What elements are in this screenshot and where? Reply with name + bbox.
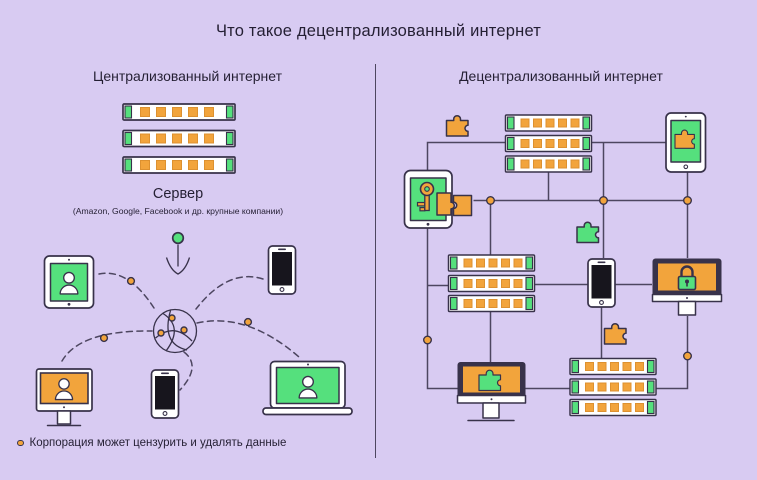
laptop-user-icon: [262, 360, 353, 416]
monitor-lock-icon: [651, 258, 723, 316]
node-dot: [243, 317, 253, 327]
desktop-user-icon: [35, 368, 93, 427]
node-dot: [683, 351, 693, 361]
server-rack-icon: [569, 378, 657, 396]
server-rack-icon: [447, 254, 536, 272]
server-label: Сервер: [152, 186, 204, 202]
dashed-connections: [61, 272, 300, 391]
puzzle-icon: [445, 114, 469, 137]
node-dot: [683, 195, 693, 205]
panel-divider: [374, 64, 376, 458]
server-rack-icon: [122, 156, 236, 174]
caption-text: Корпорация может цензурить и удалять дан…: [29, 437, 287, 449]
server-rack-icon: [447, 294, 536, 313]
puzzle-icon: [576, 221, 600, 244]
puzzle-icon: [603, 322, 627, 345]
tablet-puzzle-icon: [665, 112, 707, 173]
node-dot: [99, 333, 109, 343]
server-rack-icon: [504, 155, 593, 173]
right-top-server-stack: [504, 114, 593, 173]
server-note: (Amazon, Google, Facebook и др. крупные …: [72, 206, 284, 216]
right-panel-heading: Децентрализованный интернет: [459, 68, 663, 84]
server-rack-icon: [122, 129, 236, 148]
monitor-puzzle-icon: [456, 362, 527, 422]
node-dot: [486, 195, 496, 205]
left-panel-heading: Централизованный интернет: [92, 68, 283, 84]
left-server-stack: [122, 103, 236, 174]
smartphone-icon: [587, 258, 616, 308]
server-rack-icon: [122, 103, 236, 121]
node-dot: [423, 335, 433, 345]
right-mid-server-stack: [447, 254, 536, 313]
smartphone-icon: [150, 369, 180, 419]
puzzle-pair-icon: [436, 192, 473, 217]
network-globe-icon: [152, 308, 198, 354]
right-bottom-server-stack: [569, 357, 657, 417]
server-rack-icon: [569, 398, 657, 417]
server-rack-icon: [569, 357, 657, 376]
smartphone-icon: [267, 245, 297, 295]
caption: Корпорация может цензурить и удалять дан…: [17, 437, 286, 449]
key-icon: [416, 181, 435, 212]
arrow-down-icon: [165, 231, 191, 275]
server-rack-icon: [447, 274, 536, 293]
node-dot: [599, 195, 609, 205]
page-title: Что такое децентрализованный интернет: [215, 22, 542, 40]
tablet-user-icon: [43, 255, 95, 309]
node-dot: [126, 276, 136, 286]
mesh-connections: [423, 141, 693, 390]
server-rack-icon: [504, 114, 593, 132]
bullet-dot-icon: [17, 439, 24, 447]
server-rack-icon: [504, 134, 593, 153]
lock-icon: [677, 265, 697, 291]
